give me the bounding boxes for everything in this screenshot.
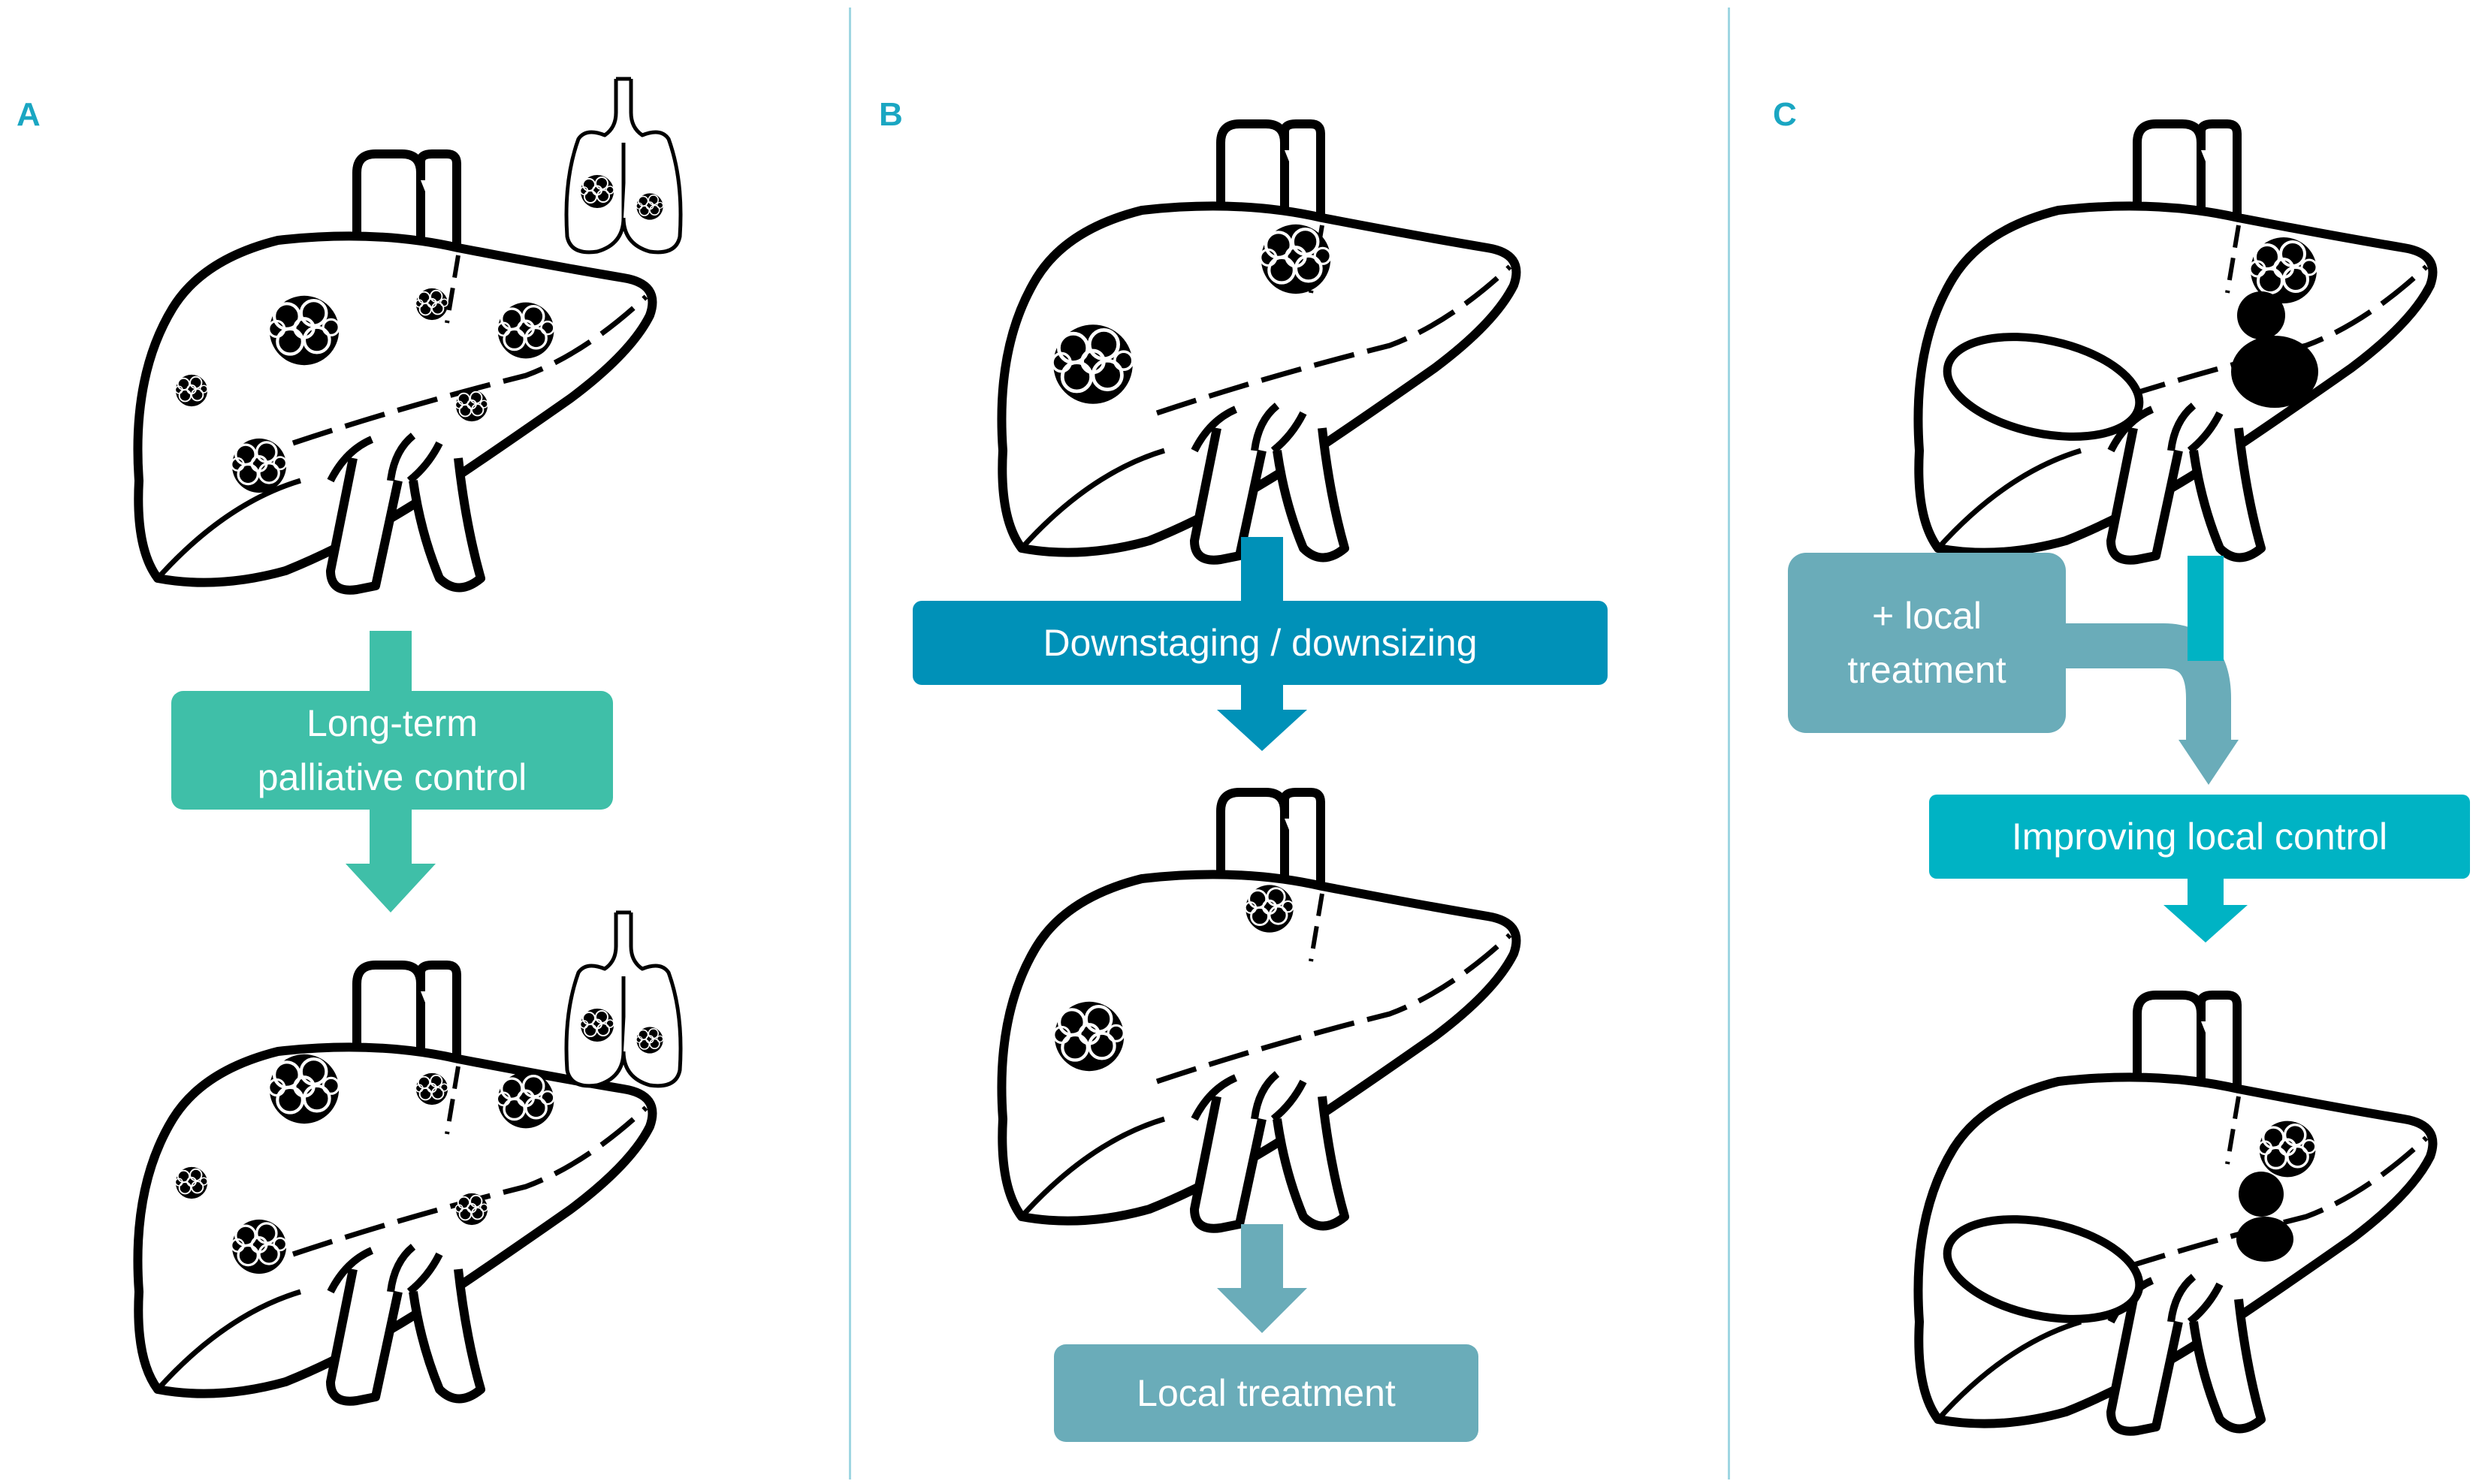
arrow-c-stem-top (2188, 556, 2224, 661)
panel-divider-bc (1728, 8, 1730, 1479)
box-improving-local-control: Improving local control (1929, 795, 2470, 879)
arrow-b2-stem (1241, 1224, 1283, 1288)
box-c-improving-label: Improving local control (2011, 815, 2388, 858)
arrow-a-stem-bottom (370, 804, 412, 864)
arrow-b2-head (1217, 1288, 1307, 1333)
panel-label-b: B (879, 96, 903, 133)
box-plus-local-treatment: + local treatment (1788, 553, 2066, 733)
liver-b-middle (1001, 792, 1516, 1229)
panel-divider-ab (849, 8, 851, 1479)
box-a-line1: Long-term (306, 701, 478, 744)
arrow-c-curve (2066, 623, 2231, 744)
panel-label-a: A (17, 96, 41, 133)
arrow-b1-head (1217, 710, 1307, 751)
box-c-plus-line2: treatment (1847, 649, 2006, 691)
box-b-downstaging-label: Downstaging / downsizing (1043, 621, 1478, 664)
arrow-b1-stem-top (1241, 537, 1283, 605)
arrow-c-curve-head (2179, 740, 2239, 785)
liver-c-bottom (1918, 995, 2432, 1431)
panel-label-c: C (1773, 96, 1797, 133)
arrow-a-head (346, 864, 436, 912)
box-downstaging-downsizing: Downstaging / downsizing (913, 601, 1608, 685)
box-local-treatment: Local treatment (1054, 1344, 1478, 1442)
lungs-a-bottom (566, 912, 681, 1086)
liver-c-top (1918, 124, 2432, 560)
arrow-c-stem-bottom (2188, 879, 2224, 909)
arrow-c-head (2163, 905, 2248, 943)
arrow-b1-stem-bottom (1241, 683, 1283, 713)
box-b-local-label: Local treatment (1137, 1371, 1396, 1414)
box-long-term-palliative-control: Long-term palliative control (171, 691, 613, 810)
lungs-a-top (566, 79, 681, 252)
liver-b-top (1001, 124, 1516, 560)
box-a-line2: palliative control (257, 756, 527, 798)
box-c-plus-line1: + local (1872, 594, 1982, 637)
